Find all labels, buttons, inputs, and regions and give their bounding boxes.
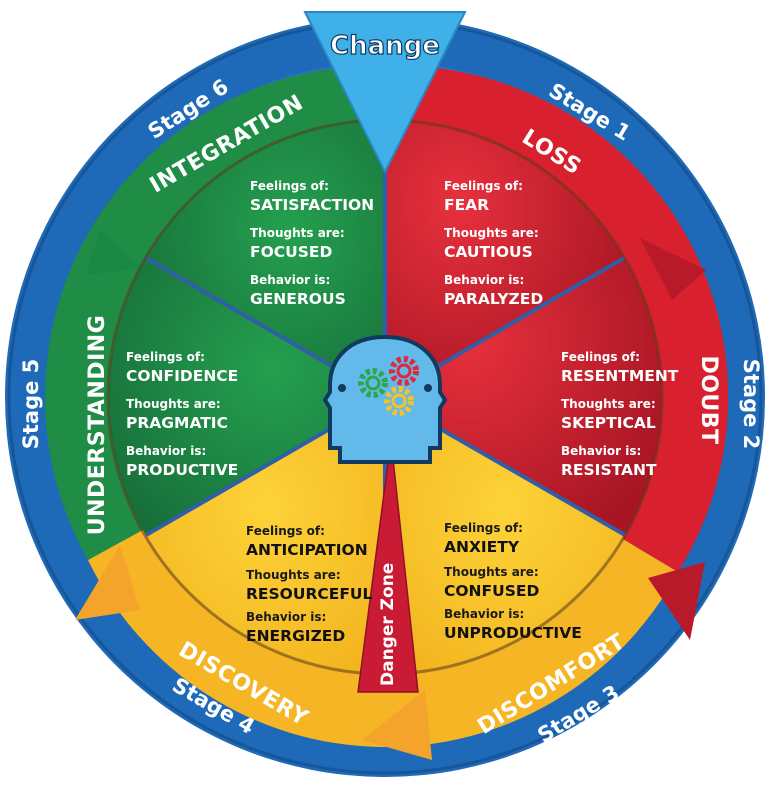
wedge-stage-3 xyxy=(385,397,625,674)
head-gears-icon xyxy=(322,334,448,464)
arrow-head-yellow-1 xyxy=(362,690,432,760)
svg-text:Behavior is:: Behavior is: xyxy=(250,273,330,287)
svg-text:SATISFACTION: SATISFACTION xyxy=(250,196,374,214)
svg-text:RESOURCEFUL: RESOURCEFUL xyxy=(246,585,373,603)
svg-text:Behavior is:: Behavior is: xyxy=(246,610,326,624)
svg-text:Thoughts are:: Thoughts are: xyxy=(561,397,656,411)
wedge-stage-2 xyxy=(385,258,662,535)
change-title: Change xyxy=(330,31,440,61)
svg-text:PRODUCTIVE: PRODUCTIVE xyxy=(126,461,238,479)
band-label-doubt: DOUBT xyxy=(696,355,721,444)
arrow-head-green-1 xyxy=(85,230,140,275)
svg-text:GENEROUS: GENEROUS xyxy=(250,290,346,308)
wedge-stage-4 xyxy=(146,397,385,674)
svg-text:Behavior is:: Behavior is: xyxy=(444,273,524,287)
svg-text:FEAR: FEAR xyxy=(444,196,489,214)
svg-text:RESISTANT: RESISTANT xyxy=(561,461,657,479)
svg-text:Thoughts are:: Thoughts are: xyxy=(250,226,345,240)
stage-6-details: Feelings of: SATISFACTION Thoughts are: … xyxy=(250,179,374,308)
svg-text:ENERGIZED: ENERGIZED xyxy=(246,627,345,645)
svg-text:FOCUSED: FOCUSED xyxy=(250,243,332,261)
svg-text:Feelings of:: Feelings of: xyxy=(250,179,329,193)
svg-text:PRAGMATIC: PRAGMATIC xyxy=(126,414,228,432)
svg-text:Feelings of:: Feelings of: xyxy=(246,524,325,538)
stage-4-details: Feelings of: ANTICIPATION Thoughts are: … xyxy=(246,524,373,645)
svg-text:Feelings of:: Feelings of: xyxy=(444,521,523,535)
svg-text:Thoughts are:: Thoughts are: xyxy=(444,565,539,579)
stage-2-details: Feelings of: RESENTMENT Thoughts are: SK… xyxy=(561,350,679,479)
svg-text:Thoughts are:: Thoughts are: xyxy=(246,568,341,582)
band-label-understanding: UNDERSTANDING xyxy=(85,315,110,536)
svg-text:CONFIDENCE: CONFIDENCE xyxy=(126,367,238,385)
change-triangle xyxy=(303,11,467,175)
svg-text:Behavior is:: Behavior is: xyxy=(444,607,524,621)
svg-text:Thoughts are:: Thoughts are: xyxy=(444,226,539,240)
stage-label-5: Stage 5 xyxy=(19,359,43,450)
svg-text:PARALYZED: PARALYZED xyxy=(444,290,543,308)
wedge-stage-1 xyxy=(385,120,624,397)
svg-text:UNPRODUCTIVE: UNPRODUCTIVE xyxy=(444,624,582,642)
svg-text:Feelings of:: Feelings of: xyxy=(126,350,205,364)
arrow-head-yellow-2 xyxy=(75,545,140,620)
stage-label-2: Stage 2 xyxy=(739,359,763,450)
wedge-stage-5 xyxy=(108,258,385,535)
svg-text:ANTICIPATION: ANTICIPATION xyxy=(246,541,368,559)
wedge-stage-6 xyxy=(146,120,385,397)
stage-3-details: Feelings of: ANXIETY Thoughts are: CONFU… xyxy=(444,521,582,642)
svg-text:CONFUSED: CONFUSED xyxy=(444,582,539,600)
svg-text:RESENTMENT: RESENTMENT xyxy=(561,367,679,385)
stage-1-details: Feelings of: FEAR Thoughts are: CAUTIOUS… xyxy=(444,179,543,308)
svg-text:Thoughts are:: Thoughts are: xyxy=(126,397,221,411)
arrow-head-red-1 xyxy=(640,238,706,300)
svg-text:SKEPTICAL: SKEPTICAL xyxy=(561,414,656,432)
wedges xyxy=(106,118,664,676)
svg-text:ANXIETY: ANXIETY xyxy=(444,538,520,556)
danger-zone-triangle xyxy=(357,439,419,693)
svg-text:Feelings of:: Feelings of: xyxy=(444,179,523,193)
stage-5-details: Feelings of: CONFIDENCE Thoughts are: PR… xyxy=(126,350,238,479)
svg-text:Feelings of:: Feelings of: xyxy=(561,350,640,364)
arrow-head-red-2 xyxy=(648,562,705,640)
svg-text:Behavior is:: Behavior is: xyxy=(126,444,206,458)
svg-text:Behavior is:: Behavior is: xyxy=(561,444,641,458)
danger-zone-label: Danger Zone xyxy=(378,563,398,686)
svg-text:CAUTIOUS: CAUTIOUS xyxy=(444,243,533,261)
